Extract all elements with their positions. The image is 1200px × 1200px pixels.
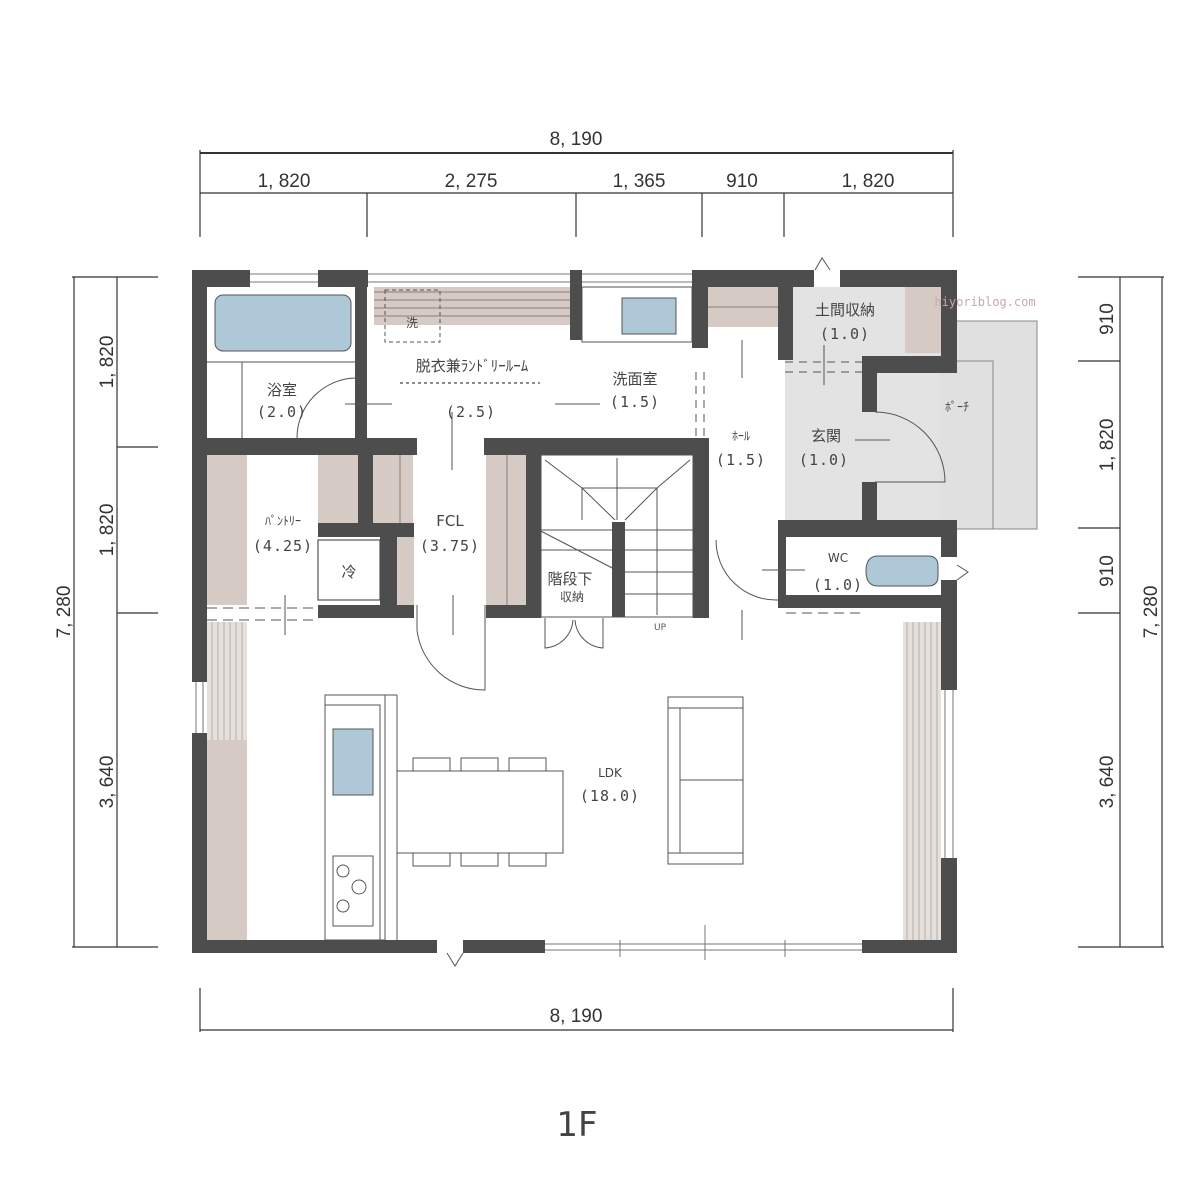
dim-bottom-total: 8, 190 xyxy=(550,1006,603,1027)
watermark: hiyoriblog.com xyxy=(934,295,1035,309)
dimension-top xyxy=(199,150,954,237)
room-hall-area: (1.5) xyxy=(716,451,766,469)
dim-right-seg-4: 3, 640 xyxy=(1097,756,1118,809)
room-genkan-name: 玄関 xyxy=(811,427,841,445)
dim-left-total: 7, 280 xyxy=(54,586,75,639)
room-bath-area: (2.0) xyxy=(257,403,307,421)
dim-left-seg-3: 3, 640 xyxy=(97,756,118,809)
room-pantry-name: ﾊﾟﾝﾄﾘｰ xyxy=(265,514,301,528)
room-fcl-area: (3.75) xyxy=(420,537,480,555)
dim-top-seg-4: 910 xyxy=(726,171,758,192)
room-doma-storage-area: (1.0) xyxy=(820,325,870,343)
windows xyxy=(195,273,954,960)
room-washroom-area: (1.5) xyxy=(610,393,660,411)
bathtub xyxy=(214,294,352,352)
room-ldk-name: LDK xyxy=(598,766,623,780)
room-laundry-area: (2.5) xyxy=(446,403,496,421)
room-under-stairs-name-1: 階段下 xyxy=(547,570,592,588)
vanity-sink xyxy=(621,297,677,335)
ldk-left-storage xyxy=(207,622,247,740)
toilet xyxy=(865,555,939,587)
dim-top-seg-2: 2, 275 xyxy=(445,171,498,192)
floor-label: 1F xyxy=(556,1105,597,1145)
dim-top-seg-3: 1, 365 xyxy=(613,171,666,192)
room-porch-name: ﾎﾟｰﾁ xyxy=(945,400,969,414)
dim-right-seg-2: 1, 820 xyxy=(1097,419,1118,472)
washer xyxy=(384,289,441,343)
dim-right-total: 7, 280 xyxy=(1141,586,1162,639)
dining-table xyxy=(396,757,564,867)
room-fcl-name: FCL xyxy=(436,512,464,530)
doors xyxy=(207,257,969,967)
stair-center-wall xyxy=(612,522,625,617)
room-laundry-name: 脱衣兼ﾗﾝﾄﾞﾘｰﾙｰﾑ xyxy=(416,357,529,375)
room-genkan-area: (1.0) xyxy=(799,451,849,469)
dim-top-seg-5: 1, 820 xyxy=(842,171,895,192)
stairs-up-label: UP xyxy=(654,623,667,633)
dim-left-seg-1: 1, 820 xyxy=(97,336,118,389)
storage-fills xyxy=(207,287,941,940)
sofa xyxy=(667,696,744,865)
fridge xyxy=(317,539,381,601)
sliding-arrows xyxy=(284,340,890,640)
dimension-left xyxy=(72,276,158,948)
ldk-right-storage xyxy=(903,622,941,940)
room-wc-area: (1.0) xyxy=(813,576,863,594)
walls xyxy=(192,270,957,953)
room-doma-storage-name: 土間収納 xyxy=(815,301,875,319)
room-wc-name: WC xyxy=(828,551,848,565)
room-hall-name: ﾎｰﾙ xyxy=(732,429,750,443)
washer-label: 洗 xyxy=(406,316,418,330)
room-washroom-name: 洗面室 xyxy=(612,370,657,388)
dim-top-seg-1: 1, 820 xyxy=(258,171,311,192)
kitchen-sink xyxy=(332,728,374,796)
room-bath-name: 浴室 xyxy=(267,381,297,399)
dimension-right xyxy=(1078,276,1164,948)
room-under-stairs-name-2: 収納 xyxy=(560,590,584,604)
dim-right-seg-3: 910 xyxy=(1097,555,1118,587)
room-pantry-area: (4.25) xyxy=(253,537,313,555)
room-ldk-area: (18.0) xyxy=(580,787,640,805)
dim-top-total: 8, 190 xyxy=(550,129,603,150)
dim-left-seg-2: 1, 820 xyxy=(97,504,118,557)
dim-right-seg-1: 910 xyxy=(1097,303,1118,335)
dimension-bottom xyxy=(199,988,954,1032)
fridge-label: 冷 xyxy=(341,563,356,581)
